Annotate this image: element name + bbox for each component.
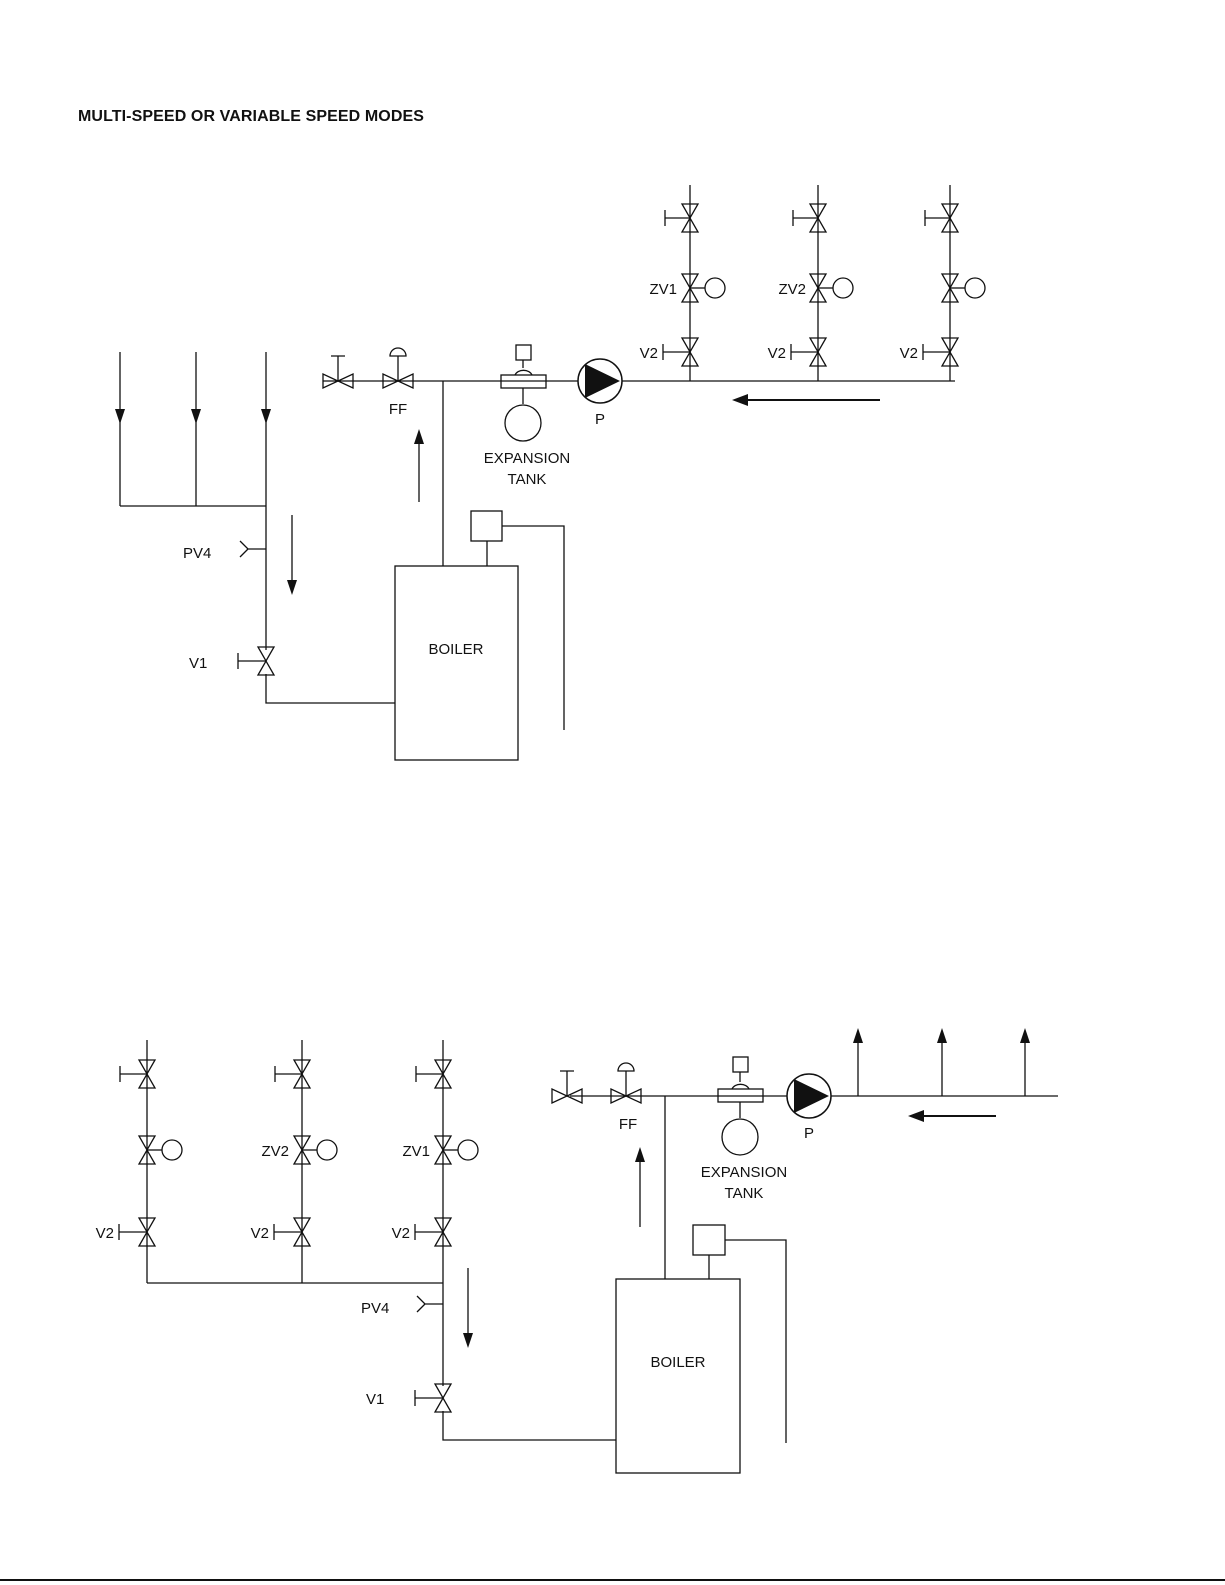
bottom-v2-label-3: V2 bbox=[392, 1225, 410, 1242]
top-left-arrow-head bbox=[732, 394, 748, 406]
top-zone-valve-1-icon bbox=[682, 274, 725, 302]
top-fill-valve-icon bbox=[383, 348, 413, 388]
bottom-v2-label-2: V2 bbox=[251, 1225, 269, 1242]
bottom-boiler bbox=[616, 1279, 740, 1473]
bottom-diagram: BOILER FF EXPANSION TANK bbox=[96, 1028, 1058, 1473]
bottom-zv2-label: ZV2 bbox=[261, 1143, 289, 1160]
bottom-fill-valve-icon bbox=[611, 1063, 641, 1103]
top-air-separator-icon bbox=[501, 345, 546, 441]
top-tank-label-2: TANK bbox=[508, 471, 547, 488]
top-up-arrow-head bbox=[414, 429, 424, 444]
top-v2-label-2: V2 bbox=[768, 345, 786, 362]
top-pump-label: P bbox=[595, 411, 605, 428]
bottom-v2-valve-2-icon bbox=[274, 1218, 310, 1246]
top-zone-2-shutoff-icon bbox=[793, 204, 826, 232]
top-down-arrow-head bbox=[287, 580, 297, 595]
bottom-supply-arrow-3 bbox=[1020, 1028, 1030, 1043]
bottom-zone-2-shutoff-icon bbox=[275, 1060, 310, 1088]
bottom-v2-valve-3-icon bbox=[119, 1218, 155, 1246]
bottom-down-arrow-head bbox=[463, 1333, 473, 1348]
top-return-arrow-3 bbox=[261, 409, 271, 424]
top-zone-1-shutoff-icon bbox=[665, 204, 698, 232]
bottom-v2-valve-1-icon bbox=[415, 1218, 451, 1246]
top-control-box bbox=[471, 511, 502, 541]
top-v2-valve-2-icon bbox=[791, 338, 826, 366]
bottom-v1-valve-icon bbox=[415, 1384, 451, 1412]
bottom-zone-valve-1-icon bbox=[435, 1136, 478, 1164]
top-v1-valve-icon bbox=[238, 647, 274, 675]
bottom-boiler-label: BOILER bbox=[650, 1354, 705, 1371]
top-zv1-label: ZV1 bbox=[649, 281, 677, 298]
top-diagram: BOILER FF EXPANSION TANK bbox=[115, 185, 985, 760]
top-v1-label: V1 bbox=[189, 655, 207, 672]
top-control-wire bbox=[502, 526, 564, 730]
top-zv2-label: ZV2 bbox=[778, 281, 806, 298]
bottom-pv4-label: PV4 bbox=[361, 1300, 389, 1317]
bottom-boiler-return-pipe bbox=[443, 1411, 616, 1440]
bottom-supply-arrow-2 bbox=[937, 1028, 947, 1043]
bottom-tank-label-2: TANK bbox=[725, 1185, 764, 1202]
top-boiler bbox=[395, 566, 518, 760]
bottom-zone-1-shutoff-icon bbox=[416, 1060, 451, 1088]
bottom-shutoff-valve-icon bbox=[552, 1071, 582, 1103]
top-v2-valve-1-icon bbox=[663, 338, 698, 366]
top-shutoff-valve-icon bbox=[323, 356, 353, 388]
bottom-control-box bbox=[693, 1225, 725, 1255]
bottom-supply-arrow-1 bbox=[853, 1028, 863, 1043]
top-boiler-return-pipe bbox=[266, 674, 395, 703]
top-v2-valve-3-icon bbox=[923, 338, 958, 366]
bottom-ff-label: FF bbox=[619, 1116, 637, 1133]
top-pv4-label: PV4 bbox=[183, 545, 211, 562]
bottom-zone-valve-3-icon bbox=[139, 1136, 182, 1164]
bottom-v1-label: V1 bbox=[366, 1391, 384, 1408]
top-ff-label: FF bbox=[389, 401, 407, 418]
bottom-air-separator-icon bbox=[718, 1057, 763, 1155]
bottom-purge-valve-icon bbox=[417, 1296, 443, 1312]
bottom-control-wire bbox=[725, 1240, 786, 1443]
top-zone-valve-3-icon bbox=[942, 274, 985, 302]
bottom-zone-valve-2-icon bbox=[294, 1136, 337, 1164]
top-boiler-label: BOILER bbox=[428, 641, 483, 658]
bottom-up-arrow-head bbox=[635, 1147, 645, 1162]
top-v2-label-3: V2 bbox=[900, 345, 918, 362]
bottom-zone-3-shutoff-icon bbox=[120, 1060, 155, 1088]
bottom-pump-label: P bbox=[804, 1125, 814, 1142]
bottom-zv1-label: ZV1 bbox=[402, 1143, 430, 1160]
top-zone-valve-2-icon bbox=[810, 274, 853, 302]
top-v2-label-1: V2 bbox=[640, 345, 658, 362]
top-purge-valve-icon bbox=[240, 541, 266, 557]
top-return-arrow-2 bbox=[191, 409, 201, 424]
top-zone-3-shutoff-icon bbox=[925, 204, 958, 232]
bottom-left-arrow-head bbox=[908, 1110, 924, 1122]
bottom-v2-label-1: V2 bbox=[96, 1225, 114, 1242]
top-return-arrow-1 bbox=[115, 409, 125, 424]
top-tank-label-1: EXPANSION bbox=[484, 450, 570, 467]
top-pump-icon bbox=[578, 359, 622, 403]
bottom-tank-label-1: EXPANSION bbox=[701, 1164, 787, 1181]
bottom-pump-icon bbox=[787, 1074, 831, 1118]
